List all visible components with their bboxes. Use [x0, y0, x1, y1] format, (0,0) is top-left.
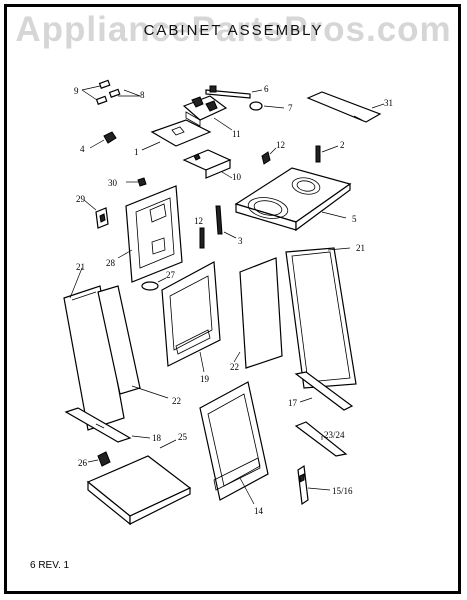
part-19-rear-frame	[161, 261, 221, 373]
callout-4: 4	[80, 144, 85, 154]
part-6-rod	[205, 85, 263, 99]
part-4-bracket	[89, 131, 117, 149]
part-22-inner-panel-left	[97, 285, 169, 399]
part-3-rod	[215, 205, 237, 239]
callout-9: 9	[74, 86, 79, 96]
diagram-title: CABINET ASSEMBLY	[143, 22, 324, 39]
callout-18: 18	[152, 433, 162, 443]
callout-15-16: 15/16	[332, 486, 353, 496]
part-23-24-rail	[294, 421, 348, 457]
callout-30: 30	[108, 178, 118, 188]
callout-21-left: 21	[76, 262, 85, 272]
part-clips-8-9	[81, 79, 141, 105]
callout-22-right: 22	[230, 362, 239, 372]
part-2-pin	[315, 145, 339, 163]
part-15-16-bracket	[297, 464, 331, 506]
callout-25: 25	[178, 432, 188, 442]
part-21-side-panel-right	[285, 247, 357, 389]
callout-1: 1	[134, 147, 139, 157]
diagram-border	[4, 4, 461, 594]
part-27-clip	[141, 277, 167, 291]
part-21-side-panel-left	[63, 267, 125, 431]
part-10-bracket	[182, 149, 233, 179]
callout-3: 3	[238, 236, 243, 246]
callout-28: 28	[106, 258, 116, 268]
callout-10: 10	[232, 172, 242, 182]
part-12-screw-lower	[199, 227, 205, 249]
callout-11: 11	[232, 129, 241, 139]
callout-7: 7	[288, 103, 293, 113]
callout-5: 5	[352, 214, 357, 224]
callout-17: 17	[288, 398, 298, 408]
part-18-bottom-rail	[64, 407, 151, 443]
callout-8: 8	[140, 90, 145, 100]
callout-19: 19	[200, 374, 210, 384]
part-22-inner-panel-right	[233, 257, 283, 369]
part-7-knob	[249, 101, 285, 111]
callout-26: 26	[78, 458, 88, 468]
part-1-plate	[141, 119, 212, 151]
callout-14: 14	[254, 506, 264, 516]
revision-note: 6 REV. 1	[30, 560, 70, 571]
callout-12-upper: 12	[276, 140, 285, 150]
part-29-bracket	[83, 199, 109, 229]
callout-12-lower: 12	[194, 216, 203, 226]
callout-22-left: 22	[172, 396, 181, 406]
part-28-back-panel	[117, 185, 183, 283]
callout-21-right: 21	[356, 243, 365, 253]
part-11-valve-assembly	[182, 95, 233, 131]
part-26-leveler	[87, 451, 111, 467]
part-5-cooktop	[234, 167, 352, 232]
callout-31: 31	[384, 98, 393, 108]
part-14-front-frame	[199, 381, 269, 505]
callout-23-24: 23/24	[324, 430, 345, 440]
part-12-screw-upper	[261, 147, 277, 165]
callout-6: 6	[264, 84, 269, 94]
callout-29: 29	[76, 194, 86, 204]
part-25-bottom-tray	[86, 439, 192, 526]
part-31-trim-strip	[306, 91, 385, 123]
callout-2: 2	[340, 140, 345, 150]
callout-27: 27	[166, 270, 176, 280]
part-17-trim	[294, 371, 354, 411]
part-30-screw	[126, 177, 147, 187]
